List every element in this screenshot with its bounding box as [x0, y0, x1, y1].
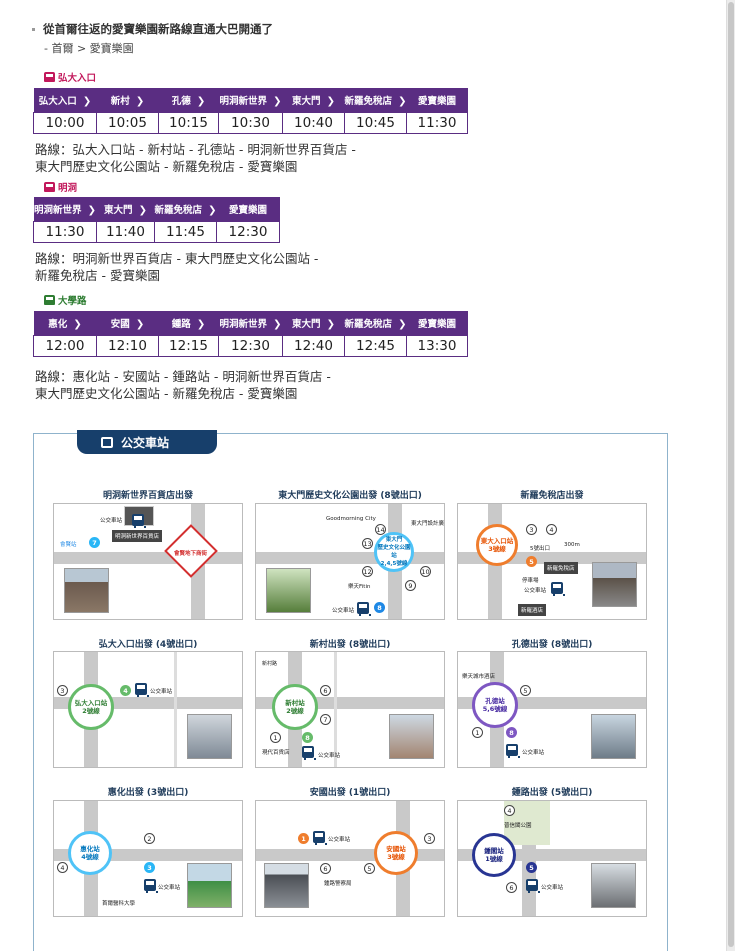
route-path-daehakro: 路線：惠化站 - 安國站 - 鍾路站 - 明洞新世界百貨店 - 東大門歷史文化公…	[35, 369, 331, 401]
map-myeongdong: 明洞新世界百貨店 公交車站 會賢站 7 會賢地下商街	[53, 503, 243, 620]
time-cell: 11:30	[406, 111, 468, 134]
bus-icon	[44, 182, 55, 192]
photo	[389, 714, 434, 759]
page-title: 從首爾往返的愛寶樂園新路線直通大巴開通了	[32, 21, 273, 37]
photo	[592, 562, 637, 607]
time-cell: 10:00	[33, 111, 97, 134]
map-title: 東大門歷史文化公園出發 (8號出口)	[278, 491, 422, 501]
timetable-daehakro: 惠化❯ 安國❯ 鍾路❯ 明洞新世界❯ 東大門❯ 新羅免稅店❯ 愛寶樂園 12:0…	[33, 311, 468, 357]
stop-header: 孔德❯	[158, 88, 219, 112]
stop-header: 新村❯	[96, 88, 159, 112]
photo	[187, 714, 232, 759]
time-cell: 12:30	[216, 220, 280, 243]
time-cell: 12:40	[282, 334, 345, 357]
time-cell: 12:00	[33, 334, 97, 357]
time-cell: 12:10	[96, 334, 159, 357]
time-cell: 11:45	[154, 220, 217, 243]
time-cell: 12:30	[218, 334, 283, 357]
route-path-hongdae: 路線：弘大入口站 - 新村站 - 孔德站 - 明洞新世界百貨店 - 東大門歷史文…	[35, 142, 356, 174]
map-dongdaemun: Goodmorning City 東大門設計廣場 14 13 12 10 9 東…	[255, 503, 445, 620]
bus-icon	[44, 72, 55, 82]
timetable-myeongdong: 明洞新世界❯ 東大門❯ 新羅免稅店❯ 愛寶樂園 11:30 11:40 11:4…	[33, 197, 280, 243]
bus-icon	[101, 436, 113, 448]
route-label-myeongdong: 明洞	[44, 180, 77, 194]
time-cell: 10:05	[96, 111, 159, 134]
map-title: 惠化出發 (3號出口)	[107, 788, 189, 798]
stop-header: 愛寶樂園	[406, 88, 468, 112]
map-title: 安國出發 (1號出口)	[309, 788, 391, 798]
map-title: 新村出發 (8號出口)	[309, 640, 391, 650]
timetable-hongdae: 弘大入口❯ 新村❯ 孔德❯ 明洞新世界❯ 東大門❯ 新羅免稅店❯ 愛寶樂園 10…	[33, 88, 468, 134]
photo	[64, 568, 109, 613]
time-cell: 10:15	[158, 111, 219, 134]
time-cell: 12:15	[158, 334, 219, 357]
store-sign: 明洞新世界百貨店	[112, 530, 163, 542]
route-label-hongdae: 弘大入口	[44, 70, 96, 84]
photo	[591, 714, 636, 759]
time-cell: 10:30	[218, 111, 283, 134]
photo	[264, 863, 309, 908]
photo	[266, 568, 311, 613]
time-cell: 12:45	[344, 334, 407, 357]
map-title: 明洞新世界百貨店出發	[102, 491, 193, 501]
photo	[187, 863, 232, 908]
route-label-daehakro: 大學路	[44, 293, 87, 307]
panel-tab: 公交車站	[77, 430, 217, 454]
map-title: 鍾路出發 (5號出口)	[511, 788, 593, 798]
map-title: 新羅免稅店出發	[520, 491, 584, 501]
map-title: 弘大入口出發 (4號出口)	[98, 640, 198, 650]
time-cell: 11:40	[96, 220, 155, 243]
photo	[591, 863, 636, 908]
stop-header: 弘大入口❯	[33, 88, 97, 112]
stop-header: 新羅免稅店❯	[344, 88, 407, 112]
time-cell: 10:45	[344, 111, 407, 134]
scrollbar[interactable]	[726, 0, 735, 951]
time-cell: 11:30	[33, 220, 97, 243]
time-cell: 10:40	[282, 111, 345, 134]
breadcrumb[interactable]: - 首爾 > 愛寶樂園	[44, 42, 134, 55]
bullet-icon	[32, 28, 35, 31]
bus-stop-panel	[33, 433, 668, 951]
time-cell: 13:30	[406, 334, 468, 357]
stop-header: 明洞新世界❯	[218, 88, 283, 112]
map-title: 孔德出發 (8號出口)	[511, 640, 593, 650]
route-path-myeongdong: 路線：明洞新世界百貨店 - 東大門歷史文化公園站 - 新羅免稅店 - 愛寶樂園	[35, 251, 319, 283]
stop-header: 東大門❯	[282, 88, 345, 112]
scrollbar-thumb[interactable]	[728, 2, 734, 947]
bus-icon	[44, 295, 55, 305]
